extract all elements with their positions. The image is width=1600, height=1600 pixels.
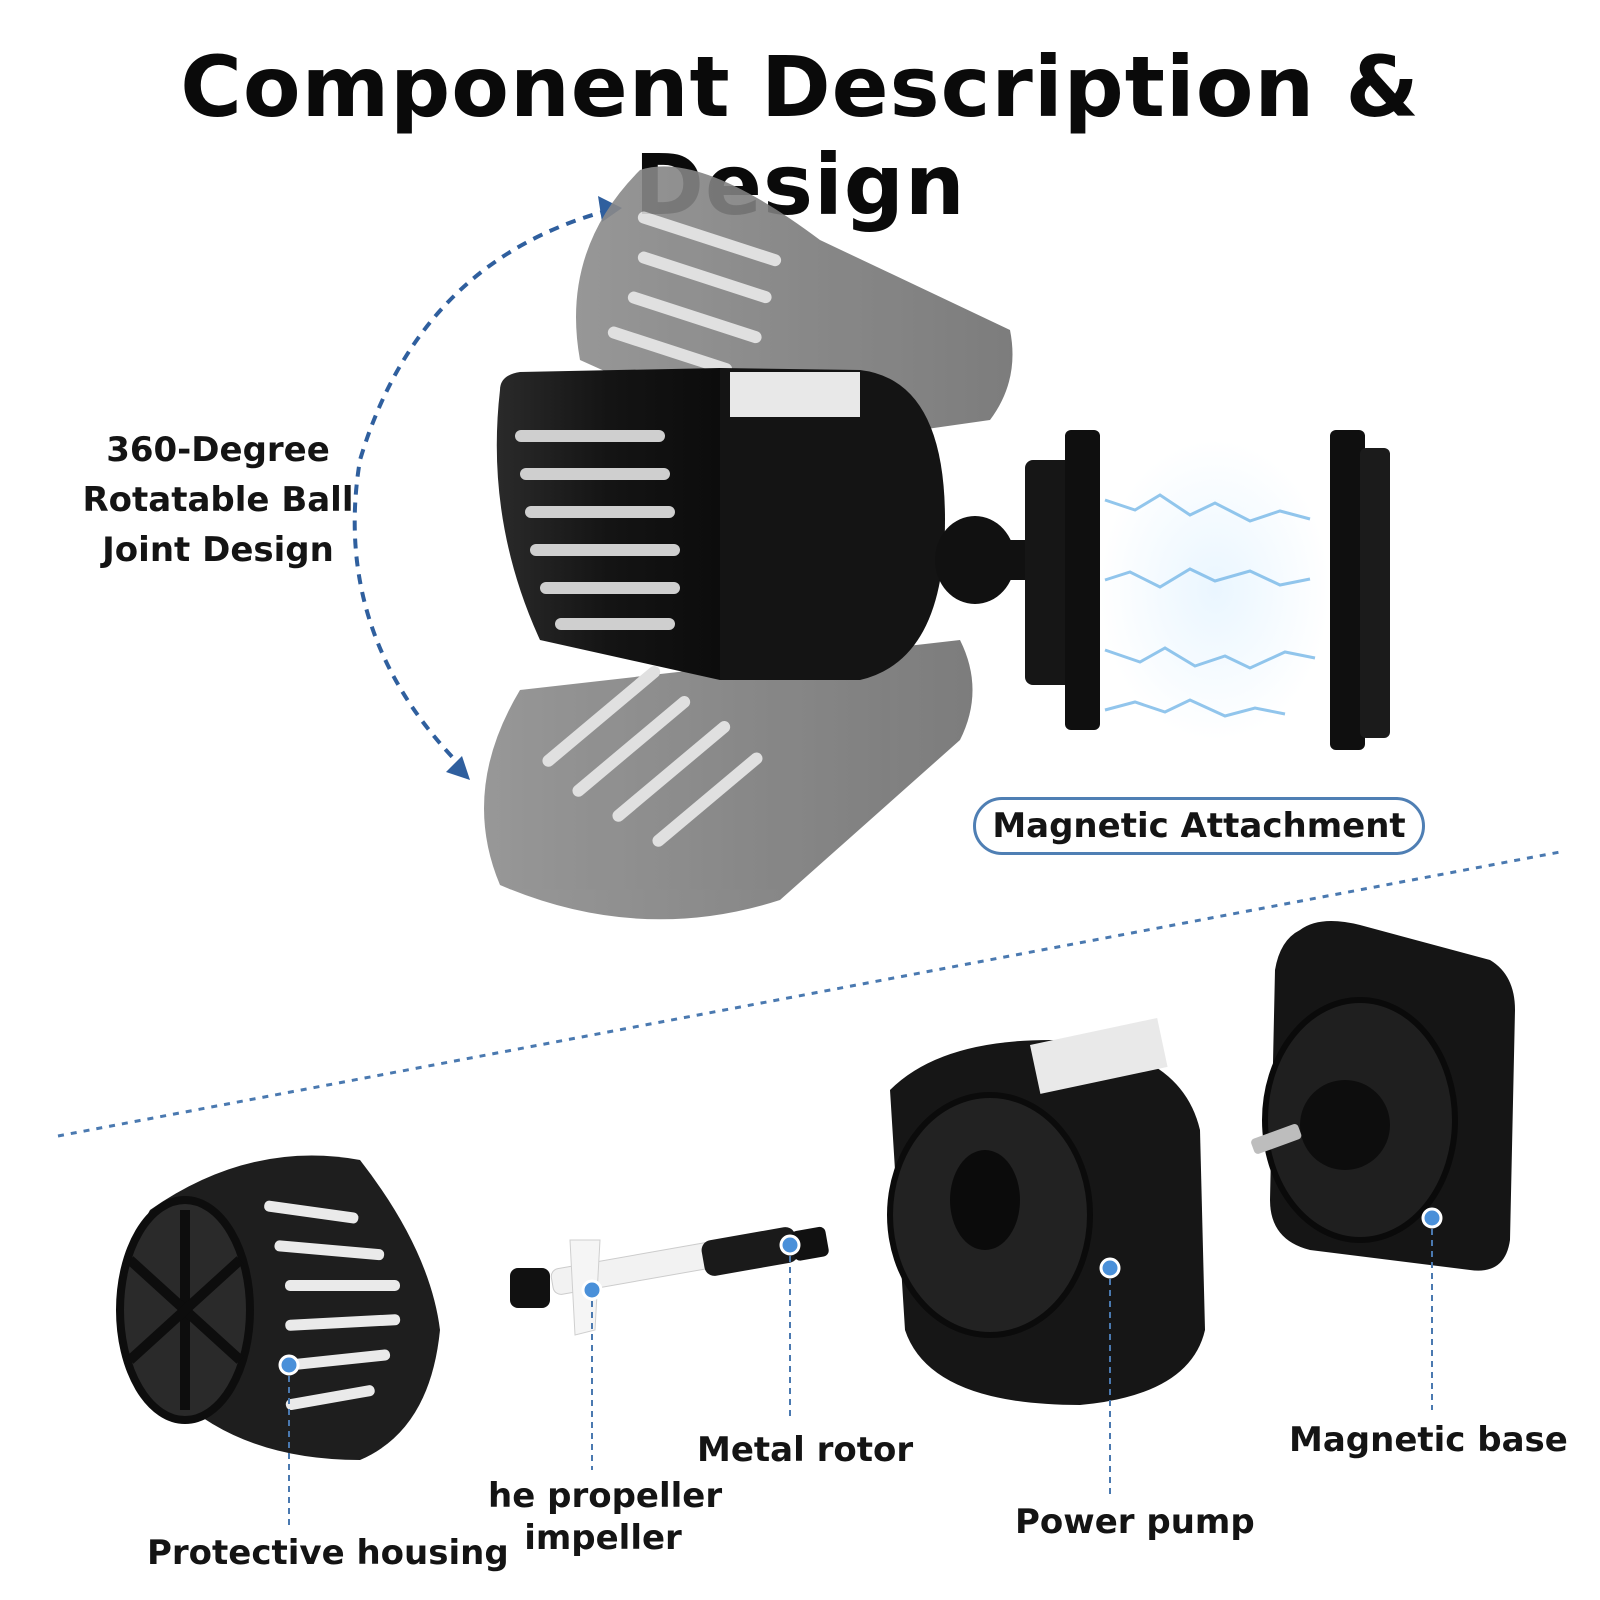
spec-label-sticker: [1029, 1017, 1168, 1094]
rotation-label-line-3: Joint Design: [102, 530, 334, 570]
rotation-feature-label: 360-Degree Rotatable Ball Joint Design: [78, 425, 358, 575]
protective-housing-graphic: [116, 1155, 440, 1460]
propeller-label-line-1: he propeller: [488, 1476, 723, 1516]
magnetic-base-label: Magnetic base: [1289, 1420, 1568, 1460]
rotation-label-line-1: 360-Degree: [106, 430, 330, 470]
protective-housing-label: Protective housing: [147, 1533, 509, 1573]
spec-label-sticker: [730, 372, 860, 417]
propeller-impeller-label: he propeller impeller: [488, 1475, 723, 1559]
magnetic-attachment-badge: Magnetic Attachment: [973, 797, 1425, 855]
metal-rotor-label: Metal rotor: [697, 1430, 914, 1470]
magnetic-base-graphic: [1251, 921, 1515, 1271]
ghost-pump-bottom: [484, 640, 973, 920]
main-pump: [496, 368, 1045, 680]
power-pump-graphic: [887, 1017, 1205, 1405]
magnetic-attachment-graphic: [1025, 430, 1390, 750]
marker-dots: [278, 1207, 1443, 1376]
rotation-label-line-2: Rotatable Ball: [82, 480, 354, 520]
leader-lines: [288, 1218, 1433, 1530]
power-pump-label: Power pump: [1015, 1502, 1255, 1542]
page-title: Component Description & Design: [180, 38, 1420, 234]
propeller-label-line-2: impeller: [524, 1518, 682, 1558]
